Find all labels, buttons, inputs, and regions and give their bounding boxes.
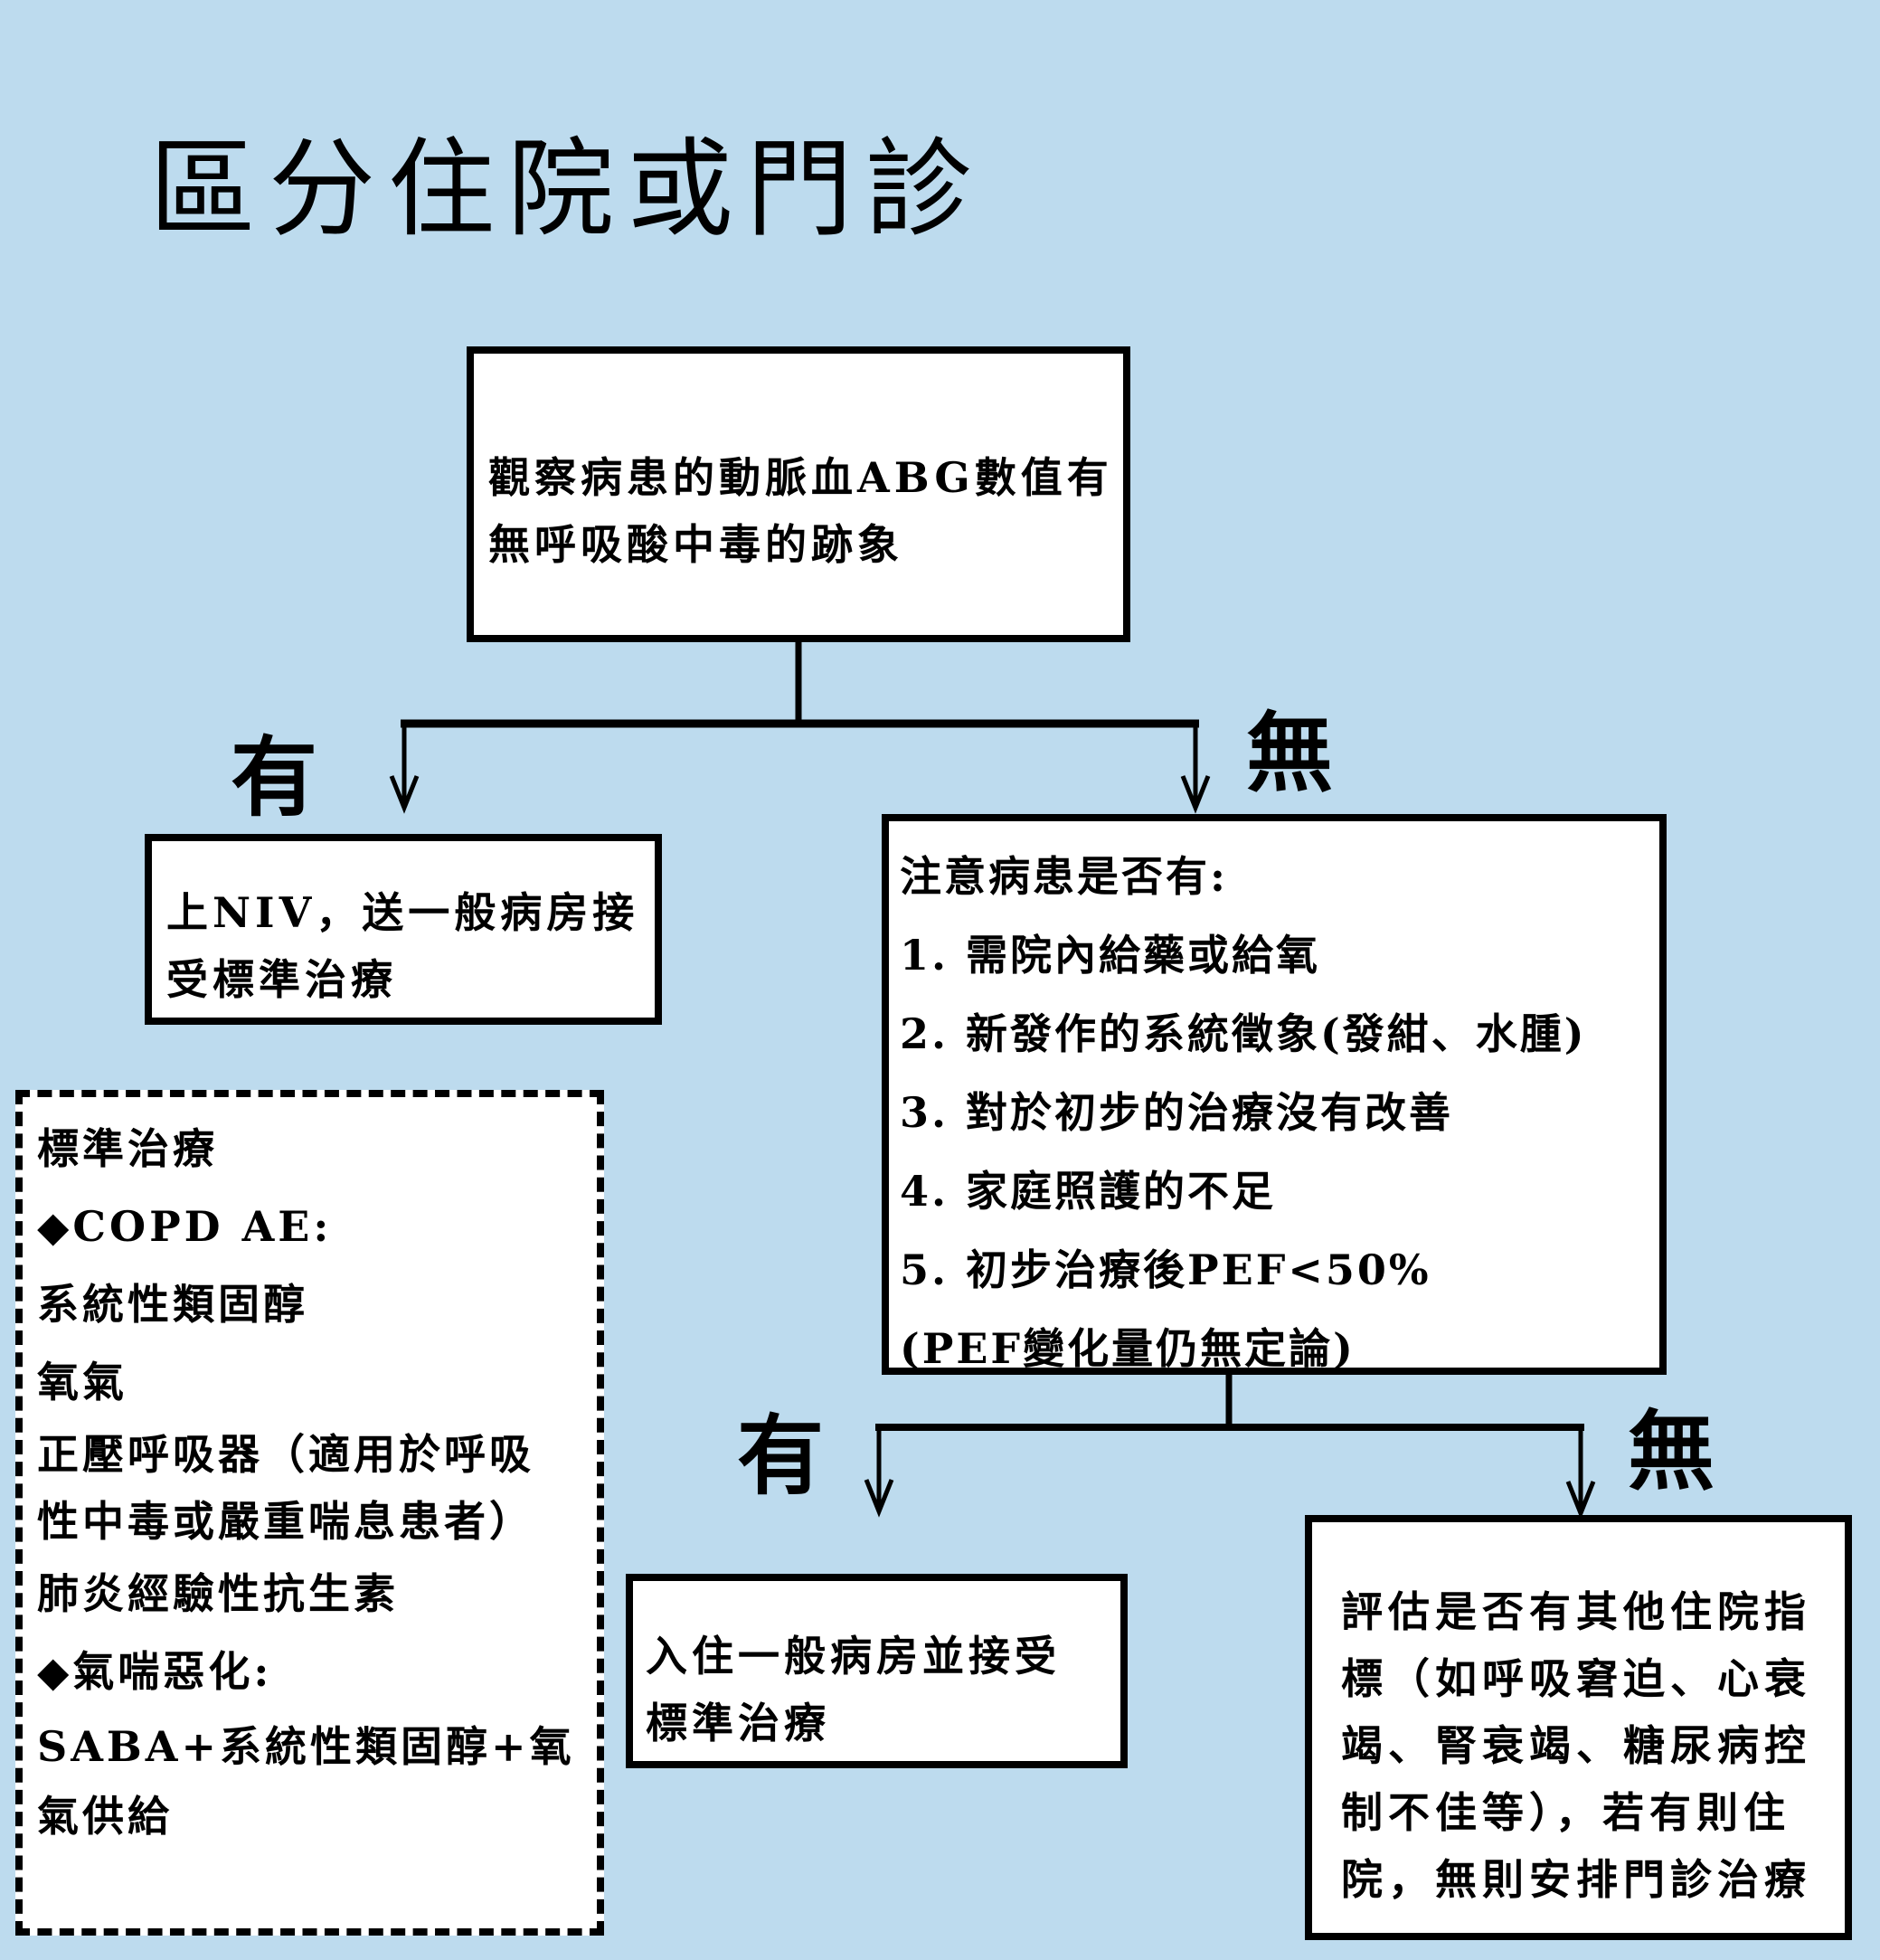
copd-ae-section: ◆COPD AE: — [37, 1188, 590, 1265]
admit-ward-line-2: 標準治療 — [646, 1699, 830, 1747]
niv-ward-line-2: 受標準治療 — [166, 955, 397, 1004]
diamond-bullet-icon: ◆ — [37, 1647, 73, 1696]
asthma-item: SABA+系統性類固醇+氧 — [37, 1722, 575, 1771]
arrow-yes-2-head — [864, 1479, 894, 1518]
arrow-yes-1-head — [389, 775, 420, 814]
copd-item: 正壓呼吸器（適用於呼吸 — [37, 1430, 534, 1479]
asthma-item: 氣供給 — [37, 1792, 173, 1841]
criteria-item: 5. 初步治療後PEF<50% — [900, 1245, 1431, 1294]
criteria-heading: 注意病患是否有: — [900, 852, 1228, 901]
standard-treatment-box: 標準治療 ◆COPD AE: 系統性類固醇 氧氣 正壓呼吸器（適用於呼吸 性中毒… — [15, 1090, 604, 1936]
niv-ward-box: 上NIV，送一般病房接 受標準治療 — [145, 834, 662, 1025]
criteria-item: 1. 需院內給藥或給氧 — [900, 931, 1321, 980]
standard-treatment-heading: 標準治療 — [37, 1124, 218, 1173]
asthma-label: 氣喘惡化: — [72, 1647, 273, 1696]
criteria-item: 3. 對於初步的治療沒有改善 — [900, 1088, 1454, 1137]
assess-line: 制不佳等），若有則住 — [1341, 1788, 1790, 1837]
diamond-bullet-icon: ◆ — [37, 1202, 73, 1251]
asthma-section: ◆氣喘惡化: — [37, 1633, 590, 1710]
assess-line: 院，無則安排門診治療 — [1341, 1855, 1811, 1904]
page-title: 區分住院或門診 — [149, 127, 986, 251]
copd-item: 氧氣 — [37, 1358, 128, 1406]
assess-line: 評估是否有其他住院指 — [1341, 1587, 1811, 1636]
niv-ward-line-1: 上NIV，送一般病房接 — [166, 888, 639, 937]
admit-ward-line-1: 入住一般病房並接受 — [646, 1632, 1061, 1681]
copd-item: 系統性類固醇 — [37, 1280, 308, 1329]
branch-1-no-label: 無 — [1246, 702, 1333, 804]
admit-ward-box: 入住一般病房並接受 標準治療 — [626, 1574, 1128, 1768]
criteria-item: 4. 家庭照護的不足 — [900, 1167, 1277, 1216]
assess-line: 竭、腎衰竭、糖尿病控 — [1341, 1721, 1811, 1770]
assess-line: 標（如呼吸窘迫、心衰 — [1341, 1654, 1811, 1703]
branch-2-yes-label: 有 — [737, 1405, 824, 1507]
criteria-note: (PEF變化量仍無定論) — [900, 1324, 1356, 1373]
copd-item: 性中毒或嚴重喘息患者） — [37, 1497, 534, 1546]
abg-decision-line-2: 無呼吸酸中毒的跡象 — [488, 520, 903, 569]
copd-ae-label: COPD AE: — [72, 1202, 333, 1251]
arrow-no-1-head — [1180, 775, 1211, 814]
abg-decision-box: 觀察病患的動脈血ABG數值有 無呼吸酸中毒的跡象 — [467, 346, 1130, 642]
branch-1-yes-label: 有 — [231, 726, 317, 829]
copd-item: 肺炎經驗性抗生素 — [37, 1569, 399, 1618]
criteria-item: 2. 新發作的系統徵象(發紺、水腫) — [900, 1009, 1587, 1058]
admission-criteria-box: 注意病患是否有: 1. 需院內給藥或給氧 2. 新發作的系統徵象(發紺、水腫) … — [882, 814, 1667, 1375]
arrow-no-2-head — [1565, 1481, 1596, 1520]
branch-2-no-label: 無 — [1628, 1400, 1715, 1502]
assess-other-indicators-box: 評估是否有其他住院指 標（如呼吸窘迫、心衰 竭、腎衰竭、糖尿病控 制不佳等），若… — [1305, 1515, 1852, 1940]
abg-decision-line-1: 觀察病患的動脈血ABG數值有 — [488, 453, 1113, 502]
